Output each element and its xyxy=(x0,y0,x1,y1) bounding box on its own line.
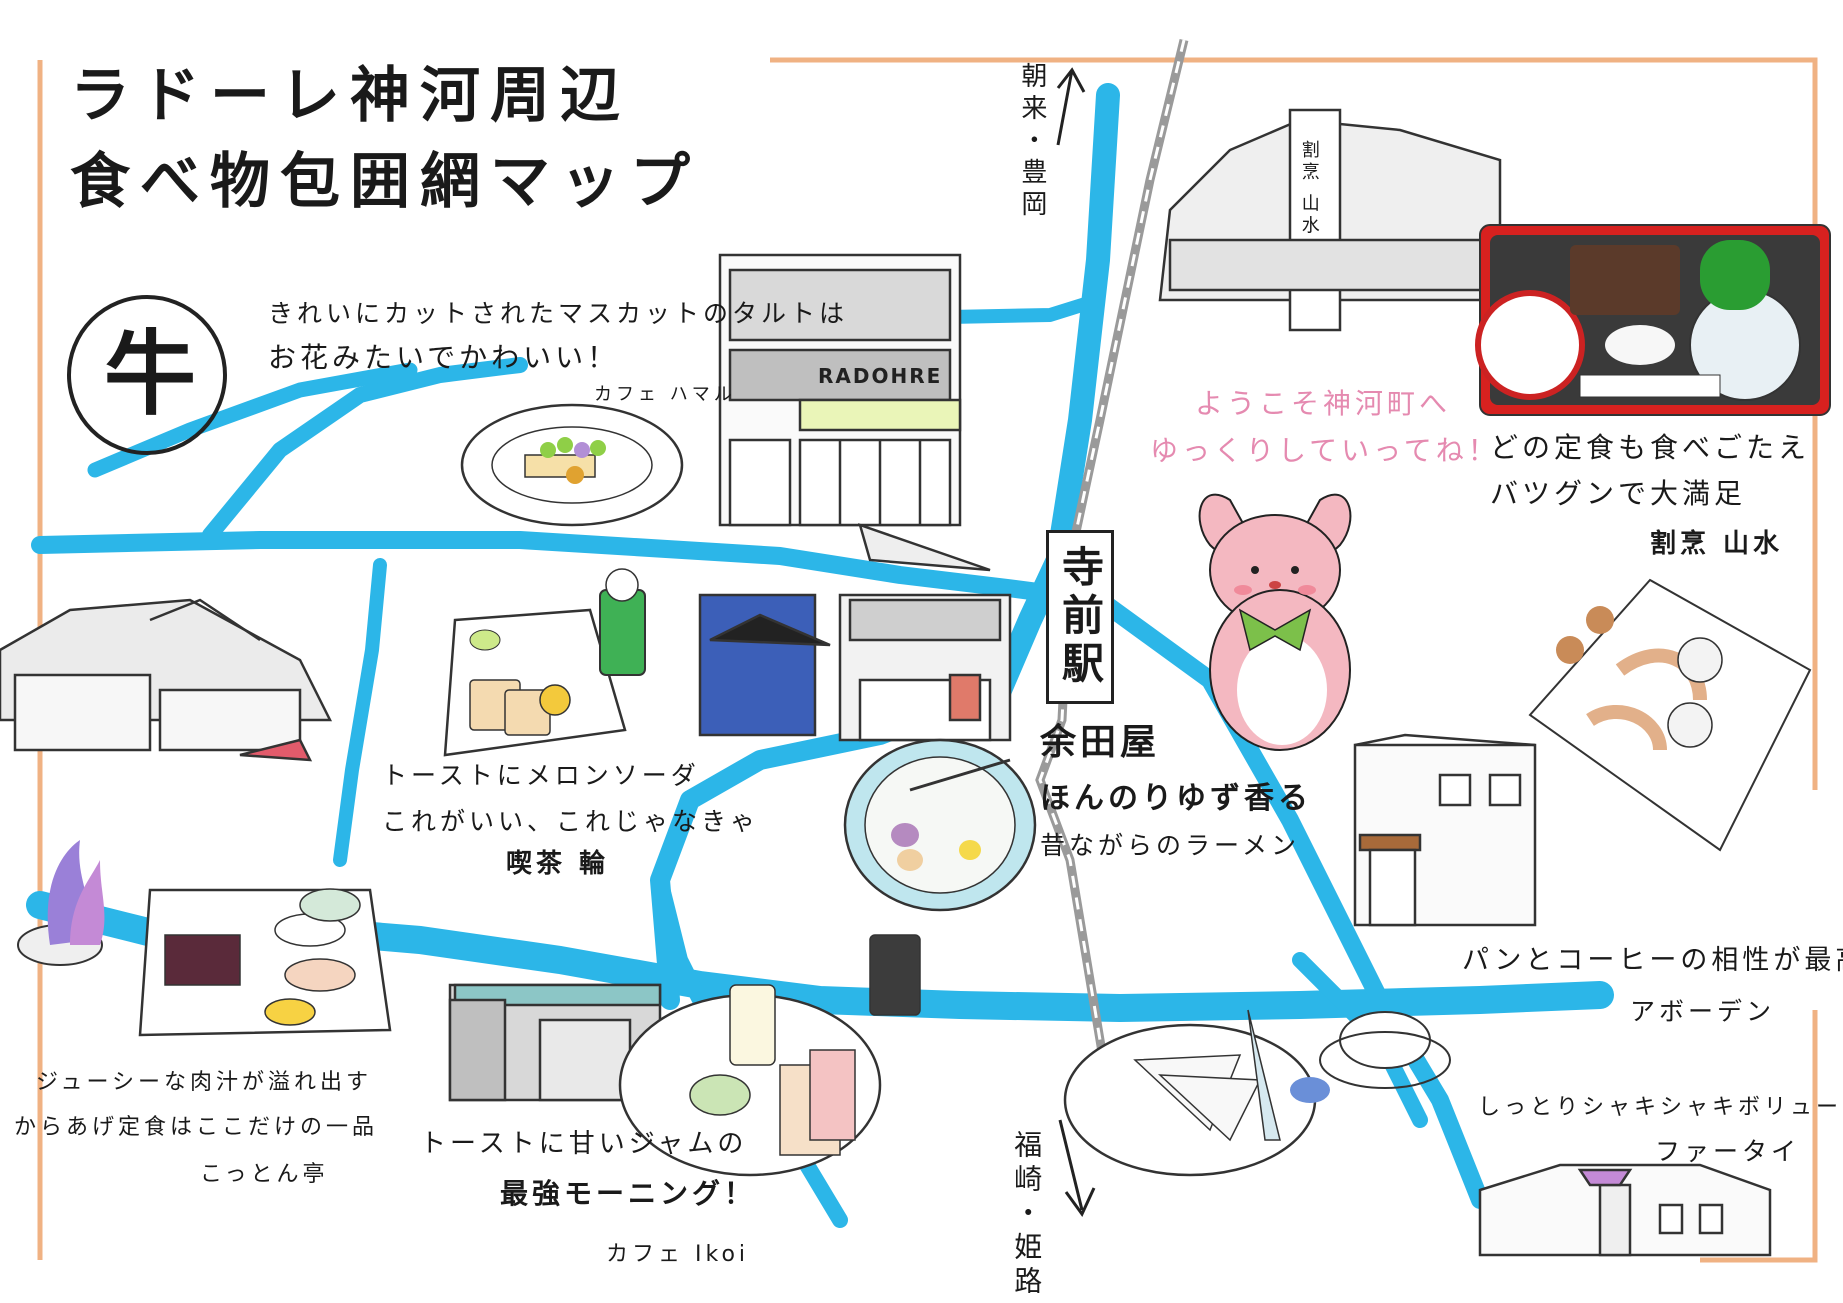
sansui-building xyxy=(1158,108,1502,332)
mid-buildings xyxy=(698,593,1012,742)
ikoi-morning-plate xyxy=(618,934,921,1177)
kottontei-caption2: からあげ定食はここだけの一品 xyxy=(14,1115,379,1140)
fatai-caption: しっとりシャキシャキボリューミー xyxy=(1478,1095,1843,1120)
karaage-set xyxy=(17,840,392,1037)
hamaru-name: カフェ ハマル xyxy=(594,384,736,405)
sansui-set-tray xyxy=(1475,224,1831,416)
wa-caption1: トーストにメロンソーダ xyxy=(382,761,700,790)
river-west-vertical xyxy=(333,558,387,867)
sansui-caption2: バツグンで大満足 xyxy=(1490,477,1747,510)
south-arrow-icon xyxy=(1058,1119,1096,1217)
direction-arrows xyxy=(1056,67,1096,1217)
muscat-tart-plate xyxy=(460,403,684,527)
yoshidaya-caption1: ほんのりゆず香る xyxy=(1040,781,1312,816)
direction-north: 朝来・豊岡 xyxy=(1016,62,1047,222)
compass-symbol: 牛 xyxy=(104,321,197,428)
ikoi-caption1: トーストに甘いジャムの xyxy=(420,1129,748,1159)
hamaru-caption2: お花みたいでかわいい！ xyxy=(268,341,620,374)
map-title-line2: 食べ物包囲網マップ xyxy=(70,147,700,217)
kissa-wa-toast-tray xyxy=(443,568,646,757)
yoshidaya-name: 余田屋 xyxy=(1040,722,1161,763)
river-upper-left xyxy=(87,362,418,478)
kottontei-name: こっとん亭 xyxy=(200,1162,329,1187)
hamaru-caption1: きれいにカットされたマスカットのタルトは xyxy=(268,299,849,328)
direction-south: 福崎・姫路 xyxy=(1010,1130,1044,1300)
north-arrow-icon xyxy=(1056,67,1086,146)
river-upper-branch xyxy=(202,357,528,543)
welcome-line1: ようこそ神河町へ xyxy=(1195,387,1452,420)
wa-name: 喫茶 輪 xyxy=(506,849,610,879)
ramen-bowl xyxy=(843,738,1037,912)
welcome-line2: ゆっくりしていってね！ xyxy=(1150,434,1500,467)
ikoi-name: カフェ Ikoi xyxy=(606,1242,750,1267)
yoshidaya-caption2: 昔ながらのラーメン xyxy=(1040,831,1301,860)
cafe-hamaru-building xyxy=(718,253,991,572)
hamaru-sign: RADOHRE xyxy=(818,364,943,388)
river-main-north xyxy=(988,83,1120,702)
kottontei-building xyxy=(0,598,333,762)
fatai-building xyxy=(1478,1163,1772,1257)
map-title-line1: ラドーレ神河周辺 xyxy=(70,61,630,131)
aboden-building xyxy=(1353,733,1537,927)
sansui-caption1: どの定食も食べごたえ xyxy=(1490,431,1811,464)
compass-circle xyxy=(67,295,227,455)
wa-caption2: これがいい、これじゃなきゃ xyxy=(382,807,760,836)
river-south-east xyxy=(1091,591,1489,1209)
sansui-name: 割烹 山水 xyxy=(1650,529,1784,559)
sandwich-plate xyxy=(1063,1009,1451,1177)
aboden-bread-board xyxy=(1528,578,1812,852)
sansui-sign: 割烹 山水 xyxy=(1298,140,1320,238)
aboden-name: アボーデン xyxy=(1630,997,1776,1026)
mascot-character xyxy=(1198,493,1352,751)
kottontei-caption1: ジューシーな肉汁が溢れ出す xyxy=(36,1070,373,1095)
fatai-name: ファータイ xyxy=(1655,1137,1801,1166)
aboden-caption: パンとコーヒーの相性が最高！ xyxy=(1462,945,1843,976)
river-central-horizontal xyxy=(31,531,1109,609)
station-terame: 寺前駅 xyxy=(1046,530,1114,704)
ikoi-caption2: 最強モーニング！ xyxy=(500,1177,757,1210)
